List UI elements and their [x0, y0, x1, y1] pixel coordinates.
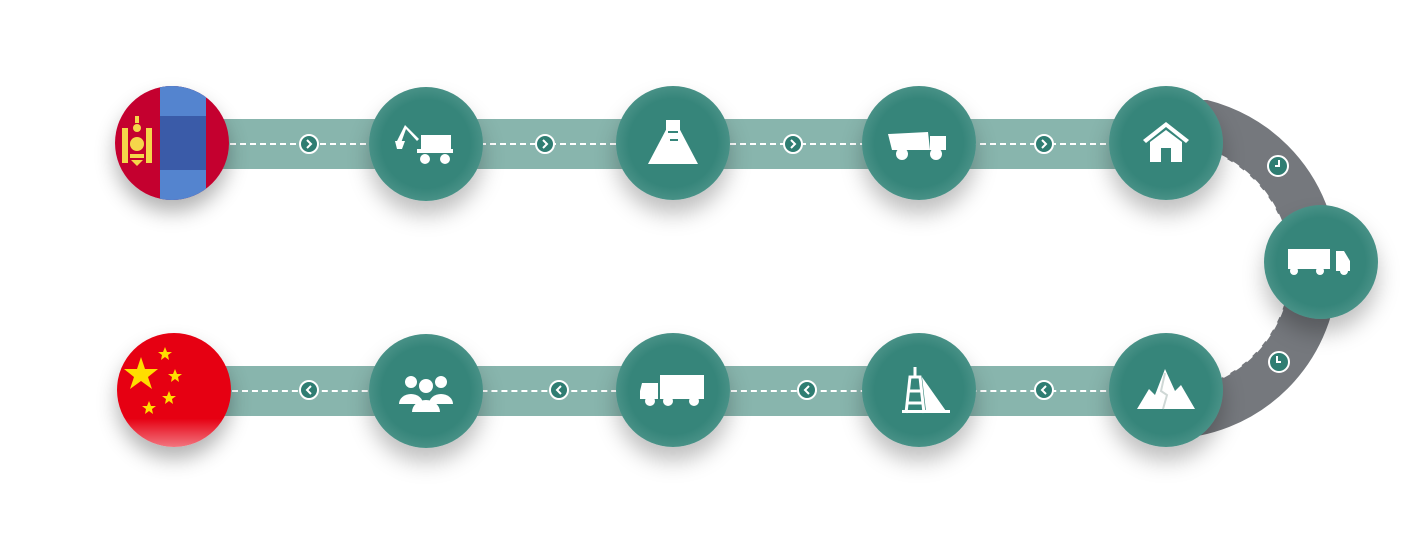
- chevron-right-icon: [535, 134, 555, 154]
- warehouse-icon: [1109, 86, 1223, 200]
- chevron-right-icon: [299, 134, 319, 154]
- china-flag-icon: [117, 333, 231, 447]
- clock-icon: [1268, 351, 1290, 373]
- mine-headframe-icon: [616, 86, 730, 200]
- people-group-icon: [369, 334, 483, 448]
- loading-tower-icon: [862, 333, 976, 447]
- chevron-left-icon: [1034, 380, 1054, 400]
- chevron-right-icon: [783, 134, 803, 154]
- chevron-left-icon: [549, 380, 569, 400]
- clock-icon: [1267, 155, 1289, 177]
- mountains-icon: [1109, 333, 1223, 447]
- excavator-icon: [369, 87, 483, 201]
- chevron-left-icon: [299, 380, 319, 400]
- chevron-left-icon: [797, 380, 817, 400]
- chevron-right-icon: [1034, 134, 1054, 154]
- cargo-truck-icon: [616, 333, 730, 447]
- semi-truck-icon: [1264, 205, 1378, 319]
- dump-truck-icon: [862, 86, 976, 200]
- mongolia-flag-icon: [115, 86, 229, 200]
